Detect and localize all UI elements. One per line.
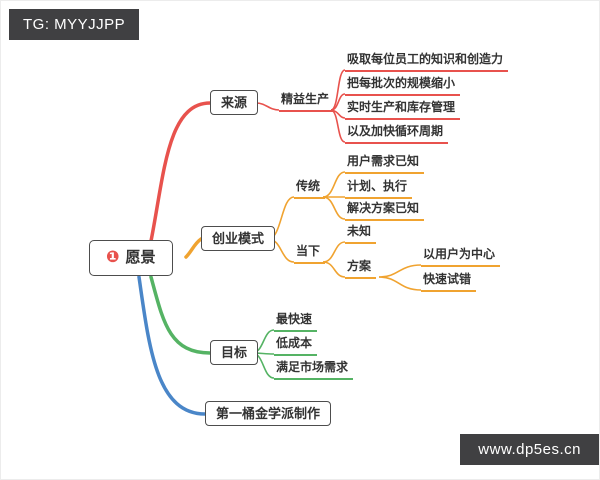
node-goal[interactable]: 目标 — [210, 340, 259, 365]
line-startup-main — [184, 237, 203, 259]
leaf-traditional-2[interactable]: 解决方案已知 — [345, 200, 425, 221]
leaf-traditional-0[interactable]: 用户需求已知 — [345, 153, 425, 174]
leaf-source-3[interactable]: 以及加快循环周期 — [345, 123, 449, 144]
leaf-goal-0[interactable]: 最快速 — [274, 311, 318, 332]
line-present-plan — [322, 261, 346, 278]
node-present[interactable]: 当下 — [294, 243, 326, 264]
leaf-plan-0[interactable]: 以用户为中心 — [421, 246, 501, 267]
line-source-child — [255, 102, 280, 111]
node-traditional[interactable]: 传统 — [294, 178, 326, 199]
leaf-source-2[interactable]: 实时生产和库存管理 — [345, 99, 461, 120]
website-watermark: www.dp5es.cn — [460, 434, 599, 465]
line-traditional-leaf-2 — [322, 196, 346, 220]
node-plan[interactable]: 方案 — [345, 258, 377, 279]
line-goal-main — [149, 275, 212, 355]
telegram-watermark: TG: MYYJJPP — [9, 9, 140, 40]
leaf-source-1[interactable]: 把每批次的规模缩小 — [345, 75, 461, 96]
leaf-goal-2[interactable]: 满足市场需求 — [274, 359, 354, 380]
leaf-goal-1[interactable]: 低成本 — [274, 335, 318, 356]
leaf-source-0[interactable]: 吸取每位员工的知识和创造力 — [345, 51, 509, 72]
root-node-vision[interactable]: ❶ 愿景 — [89, 240, 173, 276]
line-source-leaf-1 — [330, 93, 346, 111]
line-source-main — [149, 101, 212, 243]
line-traditional-leaf-0 — [322, 171, 346, 198]
line-plan-leaf-1 — [378, 276, 422, 291]
node-lean-production[interactable]: 精益生产 — [279, 91, 335, 112]
node-source[interactable]: 来源 — [210, 90, 259, 115]
leaf-plan-1[interactable]: 快速试错 — [421, 271, 477, 292]
node-credit[interactable]: 第一桶金学派制作 — [205, 401, 332, 426]
node-startup-mode[interactable]: 创业模式 — [201, 226, 276, 251]
leaf-traditional-1[interactable]: 计划、执行 — [345, 178, 413, 199]
line-plan-leaf-0 — [378, 264, 422, 278]
line-credit-main — [137, 275, 207, 416]
leaf-unknown[interactable]: 未知 — [345, 223, 377, 244]
line-present-unknown — [322, 241, 346, 263]
line-source-leaf-3 — [330, 109, 346, 143]
number-one-icon: ❶ — [106, 249, 120, 266]
root-label: 愿景 — [125, 249, 156, 266]
